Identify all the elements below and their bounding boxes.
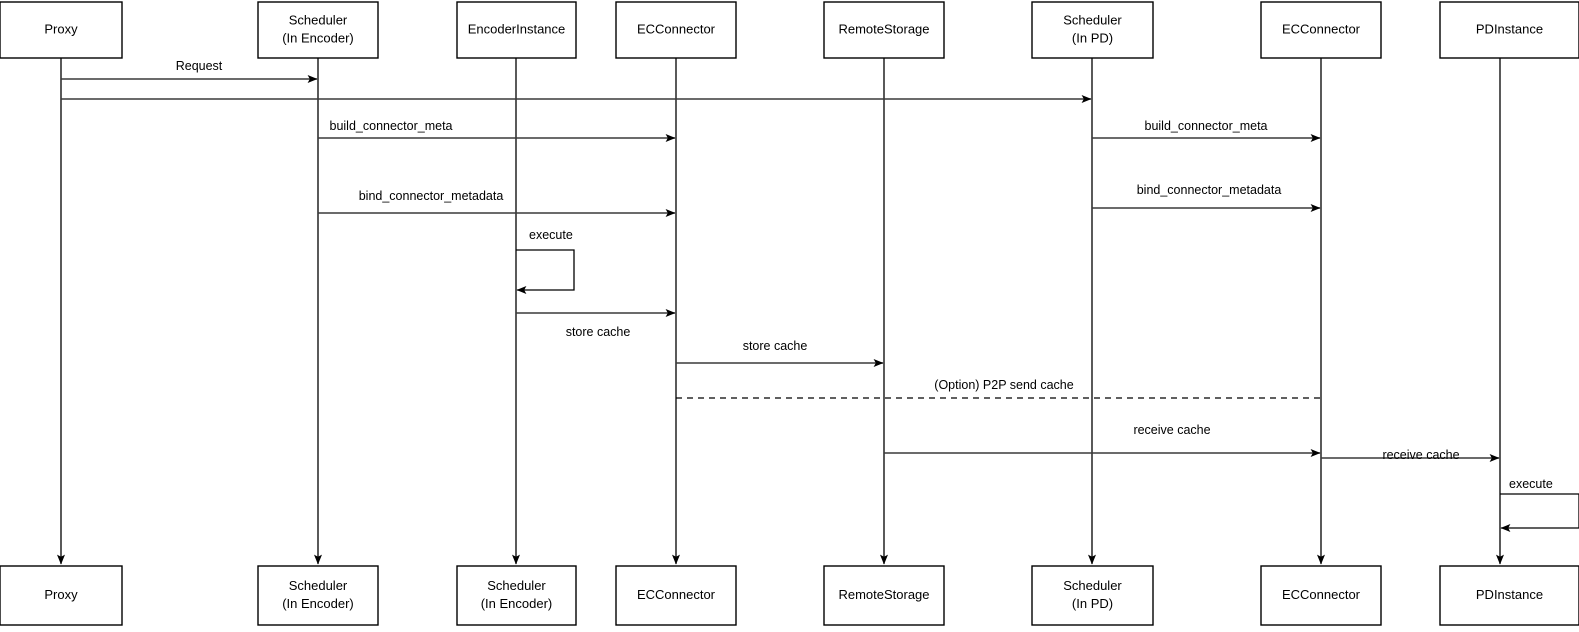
participant-footer-ecconn_enc[interactable]: ECConnector [615,565,737,626]
message-label: Request [176,59,223,73]
participant-header-sched_enc[interactable]: Scheduler (In Encoder) [257,1,379,59]
participant-name: RemoteStorage [838,21,929,36]
box-outline [0,565,123,626]
participant-header-ecconn_pd[interactable]: ECConnector [1260,1,1382,59]
participant-name: Scheduler [289,12,348,27]
message-label: bind_connector_metadata [359,189,504,203]
participant-footer-ecconn_pd[interactable]: ECConnector [1260,565,1382,626]
participant-name: Scheduler [1063,12,1122,27]
message-m5: bind_connector_metadata [318,189,676,217]
participant-header-ecconn_enc[interactable]: ECConnector [615,1,737,59]
participant-footer-sched_pd[interactable]: Scheduler (In PD) [1031,565,1154,626]
participant-footers-layer: Proxy Scheduler (In Encoder) Scheduler (In E… [0,565,1579,626]
participant-name: ECConnector [637,587,716,602]
message-label: (Option) P2P send cache [934,378,1073,392]
participant-name: Scheduler [289,578,348,593]
box-outline [257,1,379,59]
self-call-label: execute [1509,477,1553,491]
participant-name: ECConnector [637,21,716,36]
participant-headers-layer: Proxy Scheduler (In Encoder) EncoderInstanc… [0,1,1579,59]
self-call-s2: execute [1500,477,1579,532]
message-m1: Request [61,59,318,83]
message-label: build_connector_meta [1145,119,1268,133]
participant-header-sched_pd[interactable]: Scheduler (In PD) [1031,1,1154,59]
message-label: build_connector_meta [330,119,453,133]
message-label: store cache [743,339,808,353]
box-outline [1260,1,1382,59]
participant-footer-proxy[interactable]: Proxy [0,565,123,626]
self-calls-layer: execute execute [516,228,1579,532]
participant-subtitle: (In PD) [1072,30,1113,45]
message-label: receive cache [1133,423,1210,437]
box-outline [615,1,737,59]
participant-header-pdinstance[interactable]: PDInstance [1439,1,1579,59]
participant-footer-pdinstance[interactable]: PDInstance [1439,565,1579,626]
messages-layer: Request build_connector_meta build_connect… [61,59,1500,462]
box-outline [1031,565,1154,626]
self-call-path [1500,493,1579,532]
participant-name: Scheduler [487,578,546,593]
participant-name: Proxy [44,587,78,602]
box-outline [1031,1,1154,59]
participant-name: Proxy [44,21,78,36]
participant-subtitle: (In Encoder) [481,596,553,611]
participant-footer-sched_enc[interactable]: Scheduler (In Encoder) [257,565,379,626]
participant-subtitle: (In Encoder) [282,30,354,45]
participant-name: PDInstance [1476,21,1543,36]
self-call-s1: execute [516,228,575,294]
box-outline [456,565,577,626]
participant-header-remote[interactable]: RemoteStorage [823,1,945,59]
participant-footer-encoder_inst[interactable]: Scheduler (In Encoder) [456,565,577,626]
participant-name: ECConnector [1282,21,1361,36]
message-m10: receive cache [884,423,1321,457]
participant-header-proxy[interactable]: Proxy [0,1,123,59]
participant-footer-remote[interactable]: RemoteStorage [823,565,945,626]
box-outline [1260,565,1382,626]
participant-subtitle: (In Encoder) [282,596,354,611]
message-label: bind_connector_metadata [1137,183,1282,197]
box-outline [257,565,379,626]
box-outline [456,1,577,59]
participant-subtitle: (In PD) [1072,596,1113,611]
participant-name: RemoteStorage [838,587,929,602]
box-outline [0,1,123,59]
message-m11: receive cache [1321,448,1500,462]
message-label: receive cache [1382,448,1459,462]
box-outline [823,565,945,626]
participant-name: ECConnector [1282,587,1361,602]
message-m6: bind_connector_metadata [1092,183,1321,212]
message-m8: store cache [676,339,884,367]
message-m3: build_connector_meta [318,119,676,142]
participant-name: Scheduler [1063,578,1122,593]
participant-name: PDInstance [1476,587,1543,602]
box-outline [615,565,737,626]
message-m4: build_connector_meta [1092,119,1321,142]
self-call-label: execute [529,228,573,242]
message-label: store cache [566,325,631,339]
self-call-path [516,249,575,294]
message-m7: store cache [516,309,676,339]
box-outline [823,1,945,59]
box-outline [1439,565,1579,626]
participant-name: EncoderInstance [468,21,566,36]
box-outline [1439,1,1579,59]
participant-header-encoder_inst[interactable]: EncoderInstance [456,1,577,59]
lifelines-layer [57,58,1504,565]
message-m9: (Option) P2P send cache [676,378,1321,399]
